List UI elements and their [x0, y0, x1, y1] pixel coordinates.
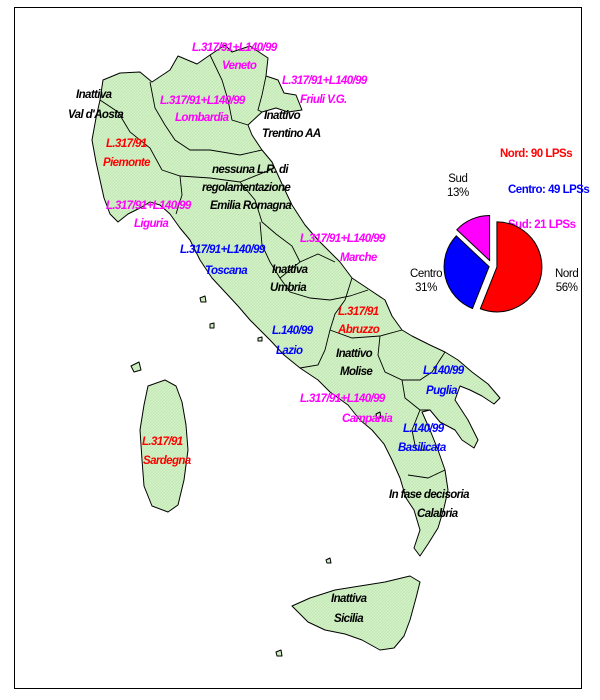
lazio-name: Lazio — [276, 345, 303, 357]
campania-law: L.317/91+L140/99 — [300, 393, 385, 405]
toscana-name: Toscana — [205, 265, 248, 277]
puglia-law: L.140/99 — [423, 365, 464, 377]
veneto-law: L.317/91+L140/99 — [192, 42, 277, 54]
lombardia-law: L.317/91+L140/99 — [160, 95, 245, 107]
friuli-name: Friuli V.G. — [300, 94, 347, 106]
friuli-law: L.317/91+L140/99 — [282, 75, 367, 87]
calabria-law: In fase decisoria — [389, 489, 470, 501]
valdaosta-name: Val d'Aosta — [68, 109, 124, 121]
marche-law: L.317/91+L140/99 — [300, 233, 385, 245]
emilia-law: nessuna L.R. di — [212, 164, 289, 176]
molise-law: Inattivo — [336, 348, 373, 360]
abruzzo-name: Abruzzo — [338, 324, 380, 336]
sardegna-name: Sardegna — [143, 455, 191, 467]
sicilia-name: Sicilia — [334, 613, 364, 625]
valdaosta-law: Inattiva — [76, 89, 112, 101]
calabria-name: Calabria — [417, 508, 458, 520]
legend-sud: Sud: 21 LPSs — [508, 219, 576, 231]
lombardia-name: Lombardia — [175, 112, 229, 124]
basilicata-name: Basilicata — [398, 442, 446, 454]
marche-name: Marche — [340, 252, 377, 264]
legend-nord: Nord: 90 LPSs — [500, 148, 573, 160]
trentino-name: Trentino AA — [262, 128, 321, 140]
emilia-name: Emilia Romagna — [210, 200, 292, 212]
campania-name: Campania — [342, 413, 393, 425]
sicily — [291, 575, 421, 651]
puglia-name: Puglia — [426, 385, 458, 397]
molise-name: Molise — [340, 366, 373, 378]
sardegna-law: L.317/91 — [142, 436, 183, 448]
emilia-law2: regolamentazione — [202, 182, 291, 194]
abruzzo-law: L.317/91 — [338, 306, 379, 318]
piemonte-name: Piemonte — [103, 157, 151, 169]
sardinia — [139, 379, 189, 513]
toscana-law: L.317/91+L140/99 — [180, 244, 265, 256]
mainland — [91, 44, 501, 557]
legend-centro: Centro: 49 LPSs — [508, 184, 590, 196]
liguria-name: Liguria — [134, 218, 169, 230]
umbria-law: Inattiva — [272, 264, 308, 276]
sicilia-law: Inattiva — [331, 593, 367, 605]
umbria-name: Umbria — [270, 282, 307, 294]
liguria-law: L.317/91+L140/99 — [106, 200, 191, 212]
trentino-law: Inattivo — [264, 110, 301, 122]
piemonte-law: L.317/91 — [106, 138, 147, 150]
basilicata-law: L.140/99 — [403, 423, 444, 435]
lazio-law: L.140/99 — [272, 325, 313, 337]
veneto-name: Veneto — [222, 60, 257, 72]
